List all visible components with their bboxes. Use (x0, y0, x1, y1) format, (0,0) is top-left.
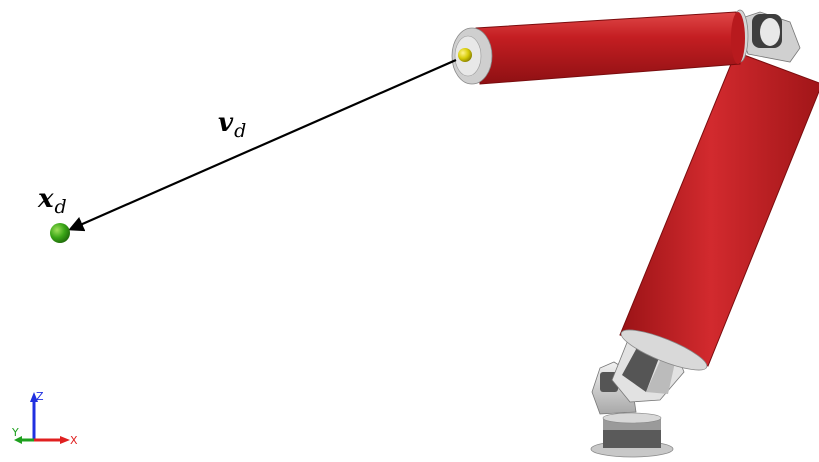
lower-link (619, 51, 819, 371)
velocity-arrow (68, 58, 457, 232)
end-effector-flange (451, 27, 493, 85)
target-symbol: x (38, 184, 54, 214)
upper-link (475, 11, 745, 85)
elbow-joint (731, 9, 801, 63)
coordinate-triad: Z Y X (11, 390, 78, 447)
axis-x-label: X (70, 434, 78, 447)
target-subscript: d (54, 196, 67, 218)
target-label: xd (38, 184, 67, 218)
axis-y-label: Y (11, 426, 19, 439)
velocity-label: vd (218, 108, 246, 142)
axis-z-label: Z (36, 390, 44, 403)
target-sphere (50, 223, 70, 243)
velocity-subscript: d (234, 120, 247, 142)
end-effector-sphere (458, 48, 472, 62)
velocity-symbol: v (218, 108, 234, 138)
